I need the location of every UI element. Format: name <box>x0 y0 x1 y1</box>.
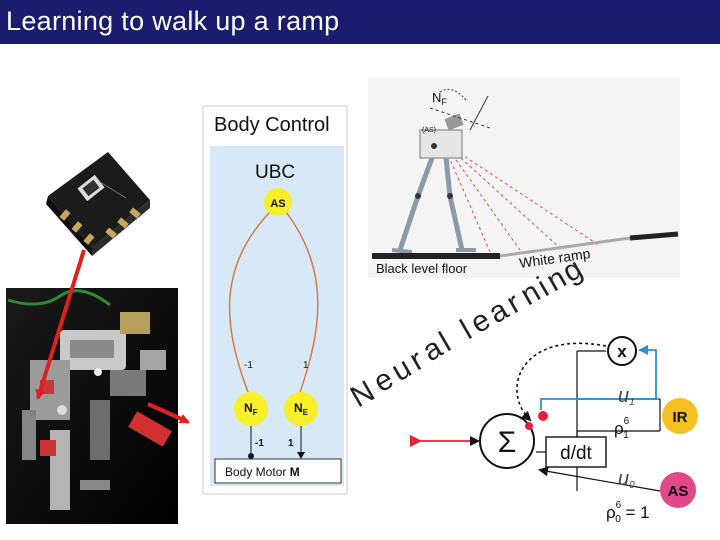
circuit-as-node <box>660 472 696 508</box>
circuit-as-label: AS <box>668 483 689 500</box>
ddt-box <box>545 436 607 468</box>
as-node <box>264 188 292 216</box>
right-weight-top: 1 <box>303 360 309 371</box>
ramp-nf-label: NF <box>432 90 447 107</box>
body-motor-label: Body Motor M <box>225 465 300 479</box>
sigma-node <box>479 413 535 469</box>
ne-node-label: NE <box>294 401 309 417</box>
x-node <box>607 336 637 366</box>
ne-node <box>284 392 318 426</box>
ir-node <box>662 398 698 434</box>
nf-node-label: NF <box>244 401 258 417</box>
ramp-as-label: (AS) <box>422 127 436 134</box>
learning-dashed-loop <box>516 342 607 422</box>
sigma-label: Σ <box>498 426 517 459</box>
ubc-label: UBC <box>255 162 295 183</box>
chip-to-robot-arrow <box>35 249 86 400</box>
as-input-line <box>538 466 661 492</box>
synapse-dot <box>538 411 548 421</box>
ne-motor-arrow <box>297 452 305 459</box>
as-to-nf-pathway <box>228 211 271 393</box>
ramp-walking-photo: NF (AS) Black level floor White ramp <box>368 78 680 278</box>
accelerometer-chip-image <box>46 152 150 256</box>
title-bar: Learning to walk up a ramp <box>0 0 720 44</box>
body-control-heading: Body Control <box>214 114 330 136</box>
slide-title: Learning to walk up a ramp <box>6 6 340 36</box>
ddt-label: d/dt <box>560 443 592 464</box>
ir-feedback-line <box>540 345 657 410</box>
right-weight-bottom: 1 <box>288 438 294 449</box>
body-control-panel: Body Control UBC -1 1 AS NF NE -1 1 Body… <box>202 105 348 495</box>
robot-to-controller-arrow <box>147 402 190 424</box>
x-node-label: x <box>617 342 627 361</box>
nf-node <box>234 392 268 426</box>
as-node-label: AS <box>270 198 285 210</box>
u0-label: u0 <box>618 468 635 491</box>
nf-motor-dot <box>248 453 254 459</box>
ir-node-label: IR <box>673 409 688 426</box>
left-weight-bottom: -1 <box>255 438 264 449</box>
body-motor-box <box>214 458 342 484</box>
u1-label: u1 <box>618 385 635 408</box>
as-to-ne-pathway <box>285 211 319 393</box>
black-floor-label: Black level floor <box>376 261 468 276</box>
left-weight-top: -1 <box>244 360 253 371</box>
